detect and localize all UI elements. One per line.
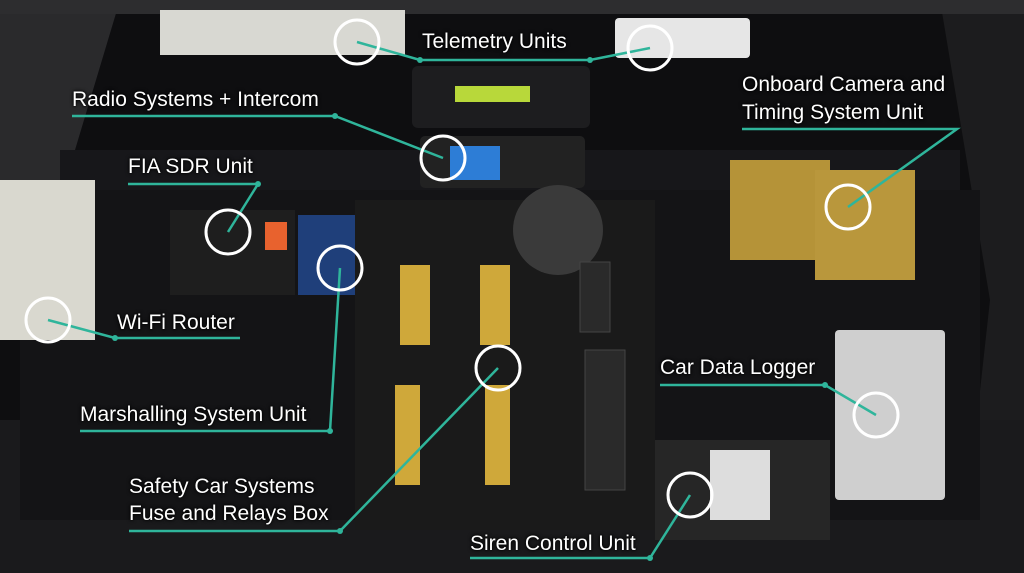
label-radio-systems: Radio Systems + Intercom [72, 88, 319, 111]
label-fuse-box-2: Fuse and Relays Box [129, 502, 329, 525]
telemetry-unit-1 [160, 10, 405, 55]
label-marshalling: Marshalling System Unit [80, 403, 307, 426]
camera-unit [730, 160, 830, 260]
timing-unit [815, 170, 915, 280]
label-telemetry-units: Telemetry Units [422, 30, 567, 53]
data-logger [835, 330, 945, 500]
telemetry-line [356, 40, 651, 62]
label-fia-sdr: FIA SDR Unit [128, 155, 253, 178]
label-siren-control: Siren Control Unit [470, 532, 636, 555]
highlight-circles [24, 18, 900, 519]
label-onboard-camera-2: Timing System Unit [742, 101, 924, 124]
label-fuse-box-1: Safety Car Systems [129, 475, 315, 498]
wifi-router [0, 180, 95, 340]
label-onboard-camera-1: Onboard Camera and [742, 73, 946, 96]
label-car-data-logger: Car Data Logger [660, 356, 816, 379]
label-wifi-router: Wi-Fi Router [117, 311, 235, 334]
camera-line [742, 127, 961, 209]
